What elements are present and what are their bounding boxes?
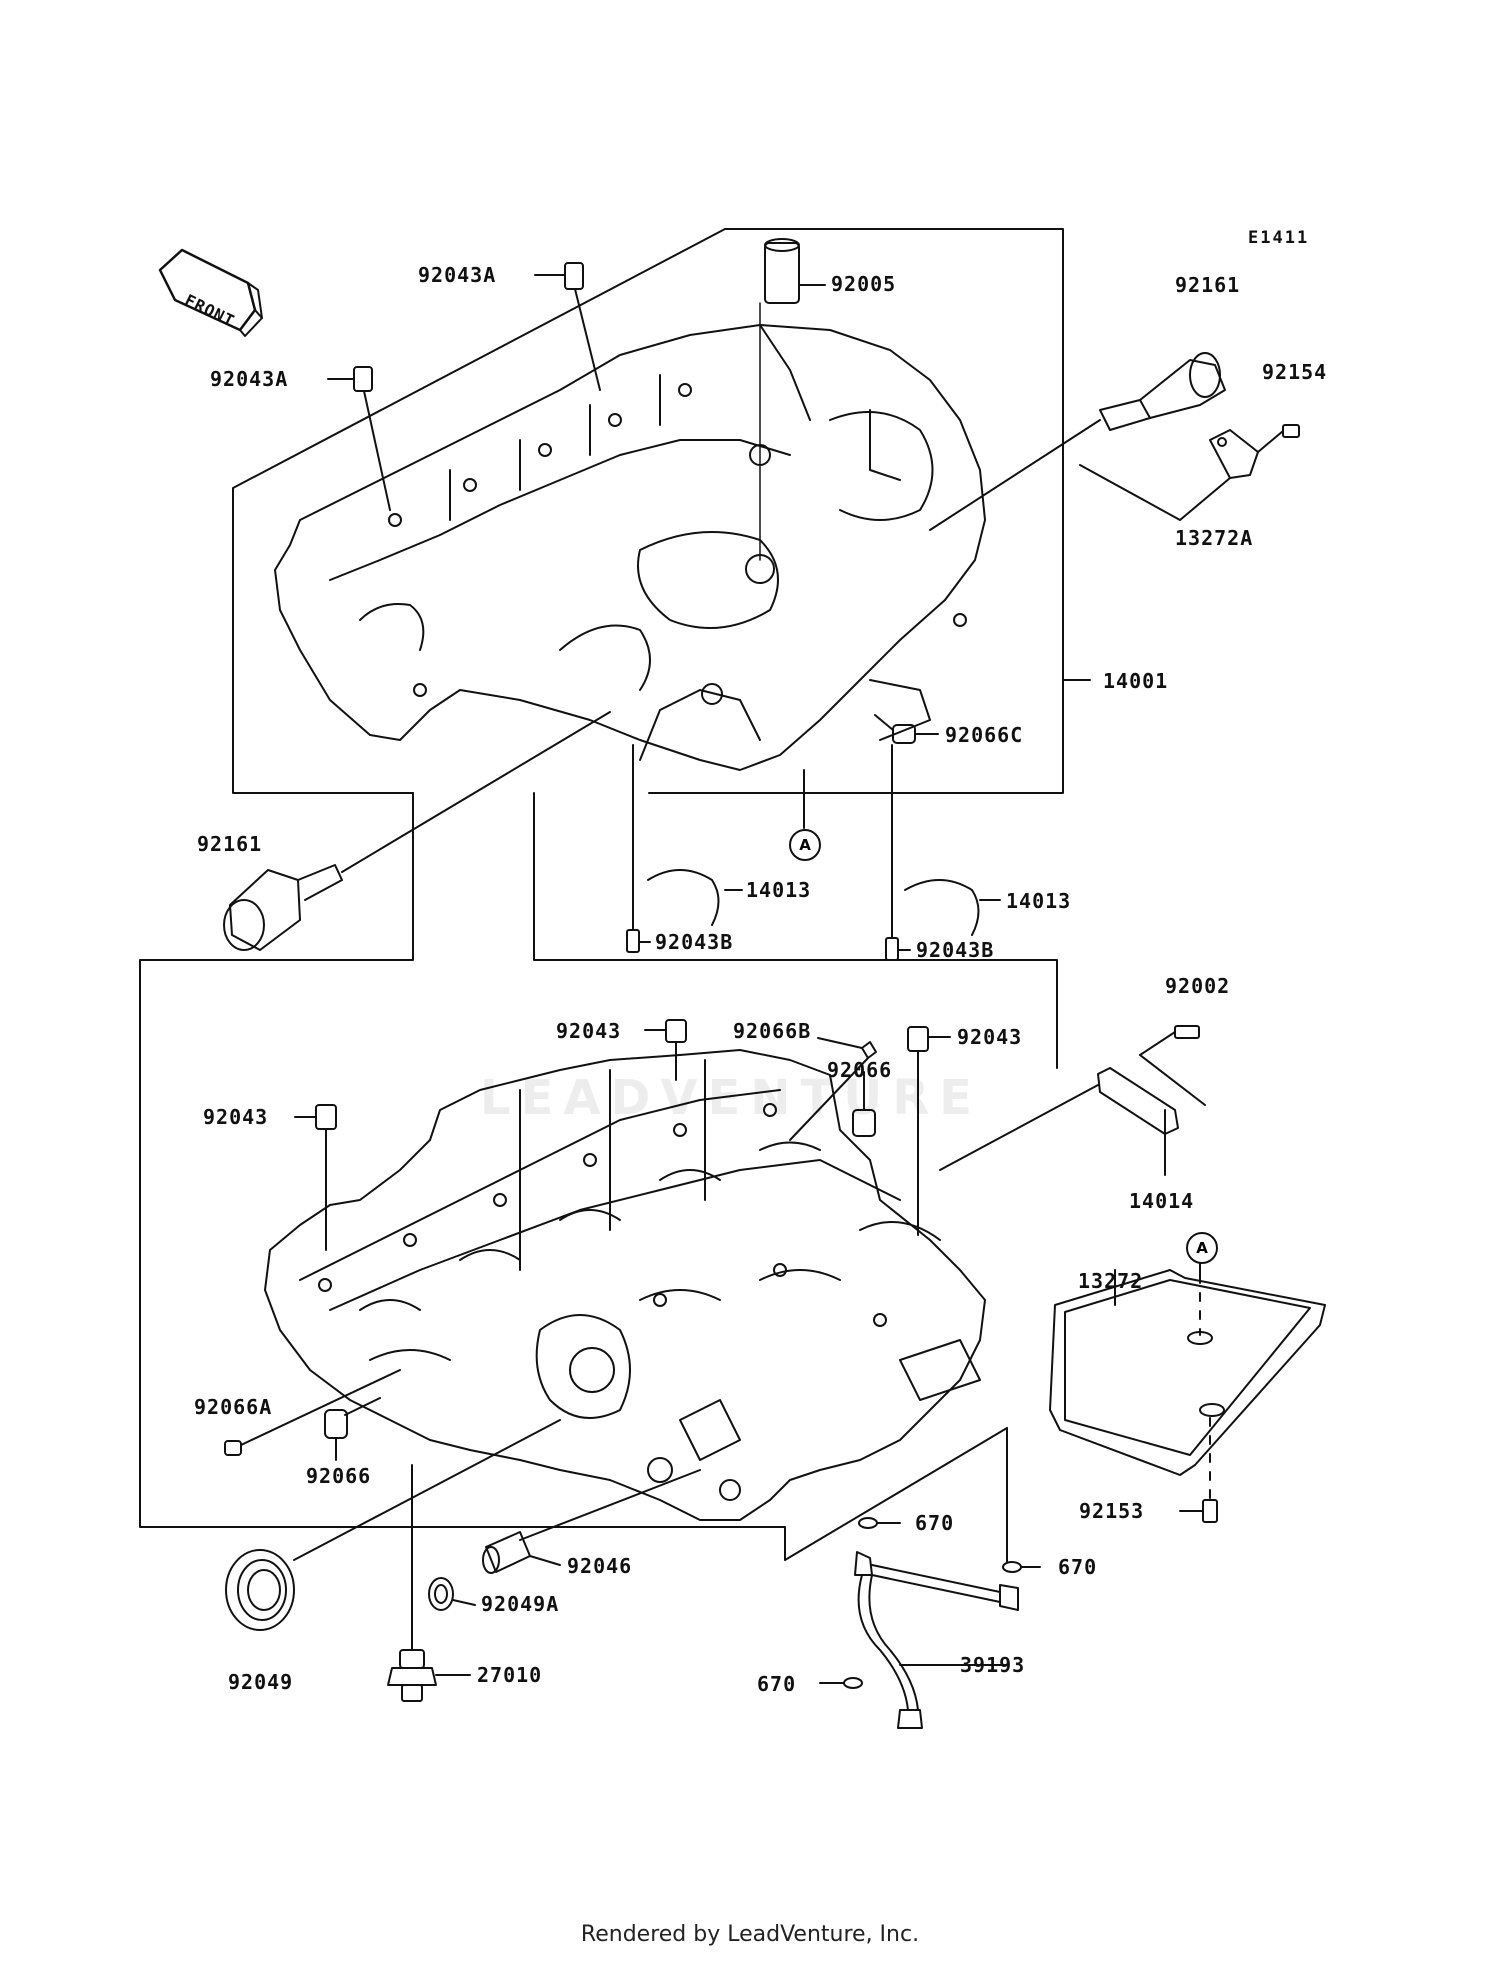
part-92005-sleeve	[759, 238, 826, 561]
part-13272-screen	[1049, 1244, 1326, 1523]
label-14013-right[interactable]: 14013	[1006, 889, 1072, 913]
reference-marker-a-upper: A	[789, 829, 821, 861]
label-92153[interactable]: 92153	[1079, 1499, 1145, 1523]
part-92046-bearing	[428, 1469, 701, 1611]
upper-crankcase	[274, 324, 986, 771]
label-13272[interactable]: 13272	[1078, 1269, 1144, 1293]
label-14001[interactable]: 14001	[1103, 669, 1169, 693]
label-92161-top[interactable]: 92161	[1175, 273, 1241, 297]
part-92043a-dowels	[327, 262, 601, 511]
label-92066a[interactable]: 92066A	[194, 1395, 273, 1419]
label-670-c[interactable]: 670	[757, 1672, 797, 1696]
lower-crankcase	[264, 1049, 986, 1521]
footer-credit: Rendered by LeadVenture, Inc.	[580, 1922, 920, 1947]
label-13272a[interactable]: 13272A	[1175, 526, 1254, 550]
part-92066c-plug	[874, 714, 939, 744]
part-92066b-plug	[789, 1037, 877, 1141]
label-92043b-left[interactable]: 92043B	[655, 930, 734, 954]
part-14013-shells	[626, 744, 1001, 961]
label-92161-left[interactable]: 92161	[197, 832, 263, 856]
watermark: LEADVENTURE	[480, 1070, 982, 1126]
front-arrow-icon	[158, 248, 263, 337]
label-92043-a[interactable]: 92043	[556, 1019, 622, 1043]
label-92049[interactable]: 92049	[228, 1670, 294, 1694]
label-14013-left[interactable]: 14013	[746, 878, 812, 902]
upper-assembly-frame	[139, 228, 1064, 1561]
label-92066c[interactable]: 92066C	[945, 723, 1024, 747]
label-92005[interactable]: 92005	[831, 272, 897, 296]
label-92046[interactable]: 92046	[567, 1554, 633, 1578]
label-14014[interactable]: 14014	[1129, 1189, 1195, 1213]
part-14014-plate	[939, 1025, 1206, 1176]
part-13272a-plate	[1079, 424, 1300, 521]
label-92043a-left[interactable]: 92043A	[210, 367, 289, 391]
label-92154[interactable]: 92154	[1262, 360, 1328, 384]
part-92049-seal	[225, 1419, 561, 1631]
label-39193[interactable]: 39193	[960, 1653, 1026, 1677]
part-92066a-plug	[224, 1369, 401, 1461]
part-92161-top-pickup	[929, 352, 1226, 531]
reference-marker-a-lower: A	[1186, 1232, 1218, 1264]
label-92066-top[interactable]: 92066	[827, 1058, 893, 1082]
label-92066b[interactable]: 92066B	[733, 1019, 812, 1043]
label-92002[interactable]: 92002	[1165, 974, 1231, 998]
part-27010-switch	[387, 1464, 471, 1702]
label-92043b-right[interactable]: 92043B	[916, 938, 995, 962]
label-27010[interactable]: 27010	[477, 1663, 543, 1687]
part-92066-top	[852, 1071, 876, 1137]
label-670-b[interactable]: 670	[1058, 1555, 1098, 1579]
diagram-code: E1411	[1248, 228, 1310, 248]
part-92043-dowels	[294, 1019, 951, 1251]
label-92043a-top[interactable]: 92043A	[418, 263, 497, 287]
label-670-a[interactable]: 670	[915, 1511, 955, 1535]
part-92161-left-pickup	[223, 711, 611, 951]
label-92043-c[interactable]: 92043	[203, 1105, 269, 1129]
part-39193-oil-pipe	[784, 1427, 1041, 1729]
label-92043-b[interactable]: 92043	[957, 1025, 1023, 1049]
label-92049a[interactable]: 92049A	[481, 1592, 560, 1616]
label-92066-bottom[interactable]: 92066	[306, 1464, 372, 1488]
